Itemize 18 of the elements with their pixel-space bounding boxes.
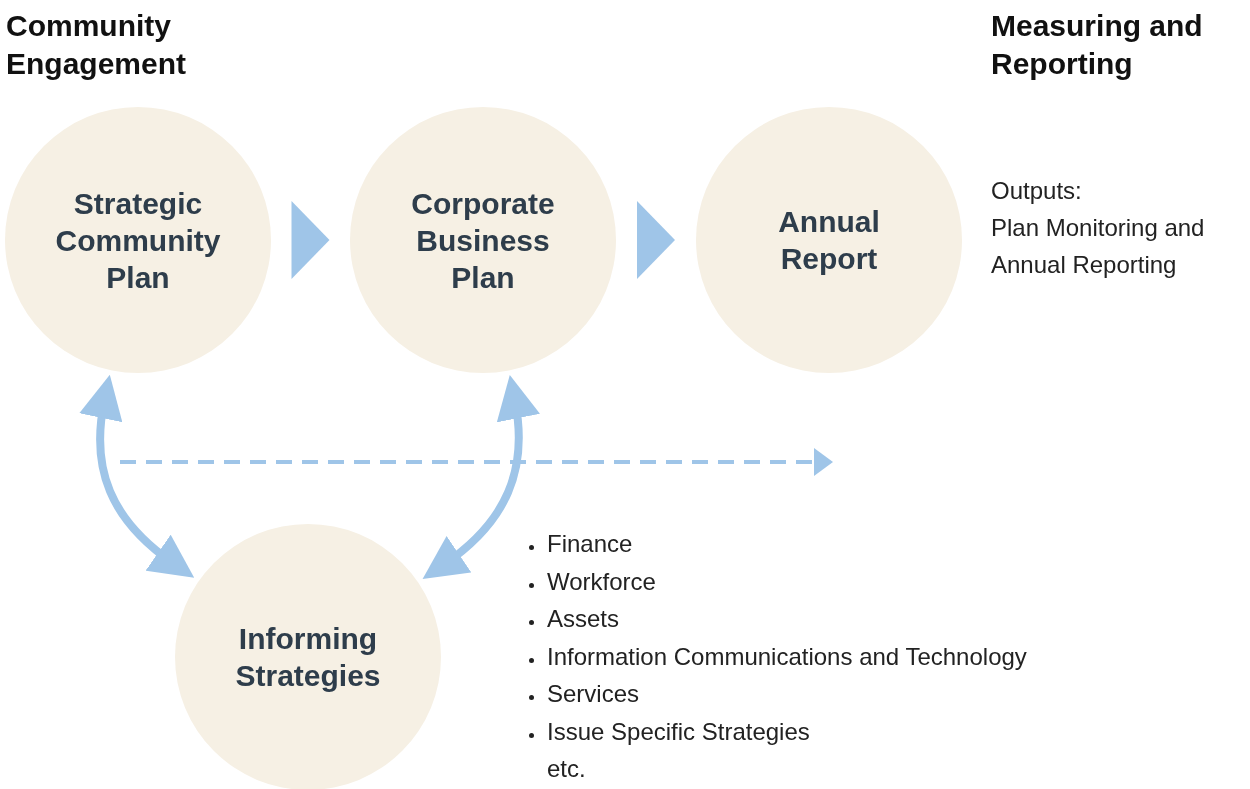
chevron-arrow: [291, 201, 330, 279]
circle-label: Informing Strategies: [234, 621, 382, 694]
section-heading: Community Engagement: [6, 8, 188, 82]
list-item: Services: [547, 680, 640, 708]
list-item: etc.: [547, 755, 586, 783]
circle-label: Strategic Community Plan: [54, 185, 222, 296]
output-note: Plan Monitoring and Annual Reporting: [991, 213, 1206, 280]
list-item: Assets: [547, 605, 620, 633]
list-item: Finance: [547, 530, 633, 558]
circle-label: Annual Report: [777, 204, 881, 277]
circle-label: Corporate Business Plan: [410, 185, 556, 296]
chevron-arrow: [637, 201, 675, 279]
list-item: Workforce: [547, 567, 656, 596]
list-item: Information Communications and Technology: [547, 642, 1027, 671]
section-heading: Measuring and Reporting: [991, 8, 1204, 82]
output-note: Outputs:: [991, 176, 1083, 206]
list-item: Issue Specific Strategies: [547, 717, 810, 746]
curved-arrow: [423, 374, 540, 580]
